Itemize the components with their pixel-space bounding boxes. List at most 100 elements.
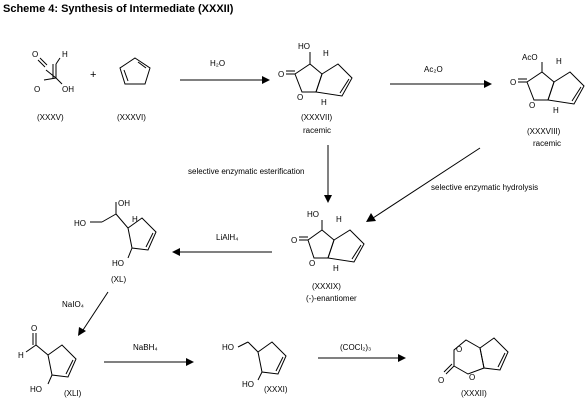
arrow-head bbox=[398, 354, 406, 362]
compound-xxxv: O H O OH (XXXV) bbox=[32, 50, 74, 122]
cyclopentene-ring bbox=[257, 341, 287, 375]
arrow-head bbox=[172, 248, 180, 256]
reagent-r8: (COCl₂)₃ bbox=[340, 343, 371, 352]
compound-label-xxxi: (XXXI) bbox=[264, 385, 288, 394]
atom-aco: AcO bbox=[522, 53, 538, 62]
atom-h: H bbox=[62, 50, 68, 59]
bond bbox=[237, 341, 249, 348]
double-bond bbox=[145, 232, 154, 248]
compound-xxxviii: O O AcO H H (XXXVIII) racemic bbox=[510, 53, 585, 148]
atom-ho: HO bbox=[242, 380, 254, 389]
compound-label-xxxii: (XXXII) bbox=[461, 389, 487, 398]
atom-h: H bbox=[556, 57, 562, 66]
compound-note-xxxviii: racemic bbox=[533, 139, 561, 148]
bond bbox=[45, 69, 57, 79]
arrow-head bbox=[366, 213, 376, 222]
bond bbox=[39, 57, 48, 66]
bond bbox=[35, 344, 49, 356]
atom-o: O bbox=[278, 70, 284, 79]
arrow-head bbox=[262, 76, 270, 84]
arrow-head bbox=[186, 358, 194, 366]
bond bbox=[55, 77, 63, 85]
compound-note-xxxvii: racemic bbox=[303, 126, 331, 135]
atom-o: O bbox=[34, 85, 40, 94]
compound-xxxii: O O O (XXXII) bbox=[438, 337, 509, 398]
compound-xli: O H HO (XLI) bbox=[18, 324, 82, 398]
cyclopentene-ring bbox=[547, 71, 585, 105]
lactone-ring bbox=[307, 229, 335, 259]
reagent-r1: H₂O bbox=[210, 59, 225, 68]
double-bond bbox=[497, 352, 506, 368]
lactone-ring bbox=[526, 71, 555, 101]
atom-ho: HO bbox=[74, 219, 86, 228]
atom-o: O bbox=[510, 78, 516, 87]
bond bbox=[37, 59, 46, 68]
atom-h: H bbox=[336, 215, 342, 224]
cyclopentene-ring bbox=[327, 229, 365, 263]
atom-o: O bbox=[291, 236, 297, 245]
ring bbox=[119, 57, 151, 85]
reaction-arrow bbox=[82, 291, 109, 331]
bond bbox=[115, 213, 129, 229]
cyclopentene-ring bbox=[479, 337, 509, 371]
atom-o: O bbox=[456, 345, 462, 354]
double-bond bbox=[351, 244, 362, 260]
plus-sign: + bbox=[90, 69, 96, 81]
bond bbox=[47, 374, 53, 385]
atom-ho: HO bbox=[112, 259, 124, 268]
atom-h: H bbox=[18, 351, 24, 360]
atom-h: H bbox=[323, 49, 329, 58]
double-bond bbox=[275, 356, 284, 372]
compound-label-xxxviii: (XXXVIII) bbox=[527, 127, 561, 136]
reagent-r2: Ac₂O bbox=[424, 65, 443, 74]
compound-xxxvi: (XXXVI) bbox=[117, 57, 151, 122]
bond bbox=[55, 57, 61, 65]
double-bond bbox=[339, 78, 350, 94]
lactone-ring bbox=[294, 63, 323, 93]
atom-h: H bbox=[321, 98, 327, 107]
atom-h: H bbox=[333, 264, 339, 273]
compound-xxxvii: O O HO H H (XXXVII) racemic bbox=[278, 42, 353, 135]
arrow-head bbox=[324, 195, 332, 203]
atom-o: O bbox=[529, 101, 535, 110]
bond bbox=[127, 247, 133, 259]
compound-label-xxxv: (XXXV) bbox=[37, 113, 64, 122]
double-bond bbox=[571, 86, 582, 102]
reaction-arrow bbox=[372, 147, 481, 219]
atom-oh: OH bbox=[62, 85, 74, 94]
bond bbox=[445, 365, 455, 375]
cyclopentene-ring bbox=[47, 344, 77, 378]
double-bond bbox=[65, 359, 74, 375]
compound-label-xxxix: (XXXIX) bbox=[312, 282, 341, 291]
compound-label-xxxvi: (XXXVI) bbox=[117, 113, 146, 122]
bond bbox=[43, 77, 57, 81]
double-bond bbox=[123, 69, 129, 82]
arrow-head bbox=[484, 80, 492, 88]
atom-h: H bbox=[132, 215, 138, 224]
atom-o: O bbox=[309, 259, 315, 268]
double-bond bbox=[443, 363, 453, 373]
bond bbox=[101, 213, 117, 223]
compound-xxxix: O O HO H H (XXXIX) (-)-enantiomer bbox=[291, 210, 365, 303]
atom-h: H bbox=[553, 106, 559, 115]
bond bbox=[247, 341, 259, 353]
atom-o: O bbox=[438, 376, 444, 385]
atom-o: O bbox=[297, 93, 303, 102]
cyclopentene-ring bbox=[127, 217, 157, 251]
compound-xxxi: HO HO (XXXI) bbox=[222, 341, 288, 394]
atom-o: O bbox=[32, 50, 38, 59]
atom-oh: OH bbox=[118, 199, 130, 208]
reagent-r7: NaBH₄ bbox=[133, 343, 158, 352]
cyclopentene-ring bbox=[315, 63, 353, 97]
reagent-r3: selective enzymatic esterification bbox=[188, 167, 305, 176]
atom-ho: HO bbox=[30, 385, 42, 394]
atom-ho: HO bbox=[298, 42, 310, 51]
reagent-r6: NaIO₄ bbox=[62, 300, 84, 309]
double-bond bbox=[137, 61, 147, 69]
reagent-r5: LiAlH₄ bbox=[216, 233, 238, 242]
compound-label-xli: (XLI) bbox=[64, 389, 82, 398]
compound-note-xxxix: (-)-enantiomer bbox=[306, 294, 357, 303]
compound-label-xl: (XL) bbox=[111, 275, 126, 284]
compound-xl: OH HO H HO (XL) bbox=[74, 199, 157, 284]
